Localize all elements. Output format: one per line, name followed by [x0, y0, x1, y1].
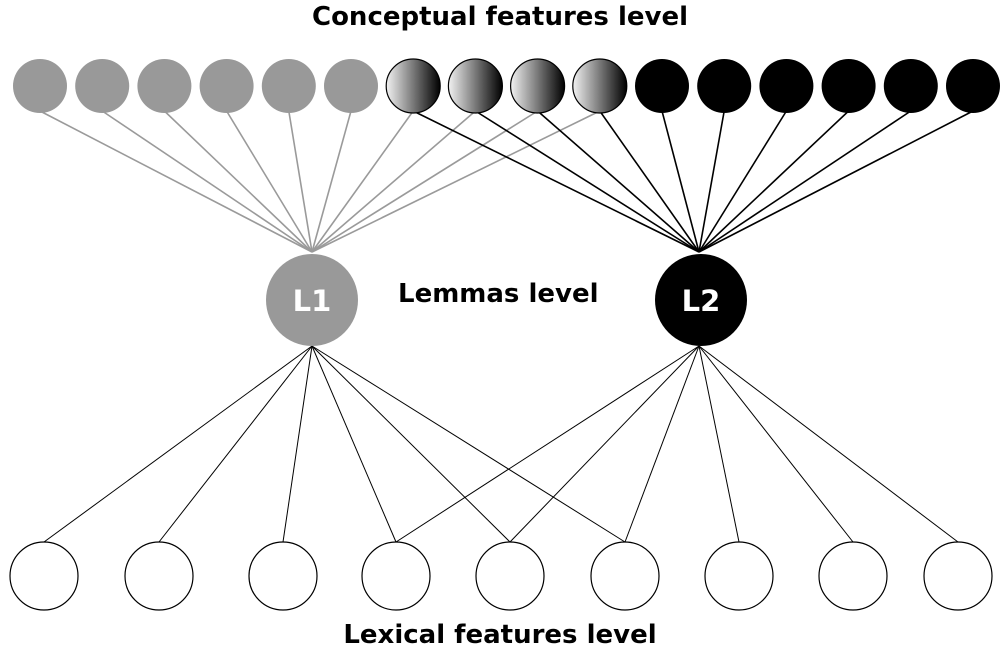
- lexical-node-6: [590, 541, 660, 611]
- edge-concept-15-l2: [698, 110, 912, 253]
- lexical-node-9: [923, 541, 993, 611]
- lexical-node-3: [248, 541, 318, 611]
- lexical-node-2: [124, 541, 194, 611]
- edge-l1-lexical-6: [311, 345, 626, 543]
- conceptual-node-13: [759, 59, 814, 113]
- edge-concept-13-l2: [698, 110, 788, 253]
- edge-concept-10-l2: [599, 110, 700, 253]
- edge-concept-14-l2: [698, 110, 850, 253]
- nodes-layer: L1 L2: [9, 58, 1000, 611]
- lemma-label-l1: L1: [293, 284, 332, 318]
- edge-l2-lexical-4: [395, 345, 700, 543]
- edge-concept-9-l2: [537, 110, 700, 253]
- conceptual-node-8: [447, 58, 503, 114]
- edge-concept-7-l2: [412, 110, 700, 253]
- edge-concept-5-l1: [288, 110, 313, 253]
- lemma-node-l1: [266, 254, 358, 346]
- lexical-node-8: [818, 541, 888, 611]
- lexical-node-7: [704, 541, 774, 611]
- conceptual-node-14: [821, 59, 876, 113]
- edges-layer: [39, 110, 974, 543]
- conceptual-node-7: [385, 58, 441, 114]
- edge-concept-16-l2: [698, 110, 974, 253]
- edge-l1-lexical-5: [311, 345, 511, 543]
- edge-concept-8-l1: [311, 110, 476, 253]
- edge-concept-1-l1: [39, 110, 313, 253]
- edge-concept-8-l2: [474, 110, 700, 253]
- edge-concept-6-l1: [311, 110, 352, 253]
- lexical-node-1: [9, 541, 79, 611]
- conceptual-level-title: Conceptual features level: [311, 2, 688, 32]
- edge-concept-2-l1: [101, 110, 313, 253]
- conceptual-node-2: [75, 59, 130, 113]
- lemma-label-l2: L2: [682, 284, 721, 318]
- conceptual-node-1: [13, 59, 67, 113]
- edge-l2-lexical-8: [698, 345, 854, 543]
- lexical-node-4: [361, 541, 431, 611]
- edge-l1-lexical-3: [282, 345, 313, 543]
- lexical-level-title: Lexical features level: [343, 620, 657, 650]
- conceptual-node-5: [261, 59, 316, 113]
- conceptual-node-6: [324, 59, 378, 113]
- edge-concept-4-l1: [225, 110, 313, 253]
- edge-l1-lexical-2: [158, 345, 313, 543]
- conceptual-node-4: [199, 59, 254, 113]
- conceptual-node-16: [946, 59, 1000, 113]
- conceptual-node-15: [883, 59, 938, 113]
- conceptual-node-11: [635, 59, 689, 113]
- lemma-node-l2: [655, 254, 747, 346]
- edge-l2-lexical-7: [698, 345, 740, 543]
- edge-l2-lexical-5: [509, 345, 700, 543]
- edge-concept-3-l1: [163, 110, 313, 253]
- lexical-node-5: [475, 541, 545, 611]
- edge-concept-10-l1: [311, 110, 601, 253]
- conceptual-node-9: [509, 58, 566, 114]
- edge-concept-11-l2: [661, 110, 700, 253]
- edge-concept-12-l2: [698, 110, 725, 253]
- edge-concept-9-l1: [311, 110, 539, 253]
- conceptual-node-12: [697, 59, 752, 113]
- conceptual-node-3: [137, 59, 192, 113]
- edge-l1-lexical-4: [311, 345, 397, 543]
- edge-concept-7-l1: [311, 110, 414, 253]
- lemmas-level-title: Lemmas level: [398, 279, 599, 309]
- edge-l2-lexical-6: [624, 345, 700, 543]
- edge-l1-lexical-1: [43, 345, 313, 543]
- conceptual-node-10: [572, 58, 628, 114]
- edge-l2-lexical-9: [698, 345, 959, 543]
